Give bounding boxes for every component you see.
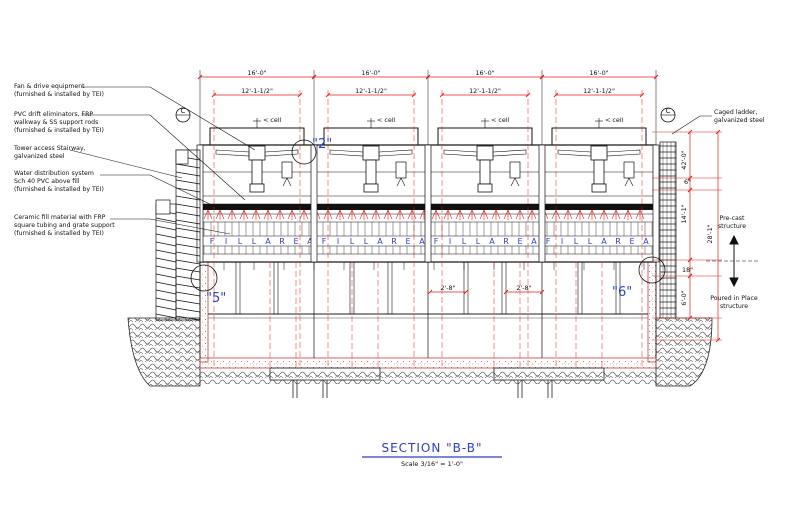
svg-text:I: I [449,237,451,246]
sump-right [493,367,605,381]
svg-text:E: E [517,237,522,246]
svg-text:E: E [629,237,634,246]
svg-text:R: R [615,237,621,246]
sump-left [269,367,381,381]
svg-text:L: L [350,237,355,246]
fan-stacks: < cell < cell < cell < cell [209,116,647,193]
svg-text:< cell: < cell [605,116,624,124]
basin-floor [199,357,657,369]
ground-bottom [200,370,656,384]
svg-text:12'-1-1/2": 12'-1-1/2" [241,87,273,95]
svg-text:R: R [279,237,285,246]
caged-ladder [659,141,677,319]
svg-text:< cell: < cell [377,116,396,124]
dim-v3: 14'-1" [680,204,688,223]
svg-text:12'-1-1/2": 12'-1-1/2" [469,87,501,95]
svg-text:A: A [265,237,271,246]
svg-text:E: E [405,237,410,246]
sump-pipes [292,380,553,398]
section-marker-left: C [175,107,191,123]
svg-text:< cell: < cell [263,116,282,124]
svg-text:F: F [546,237,551,246]
svg-text:16'-0": 16'-0" [589,69,608,77]
svg-text:L: L [364,237,369,246]
svg-text:C: C [181,107,186,115]
svg-text:C: C [666,107,671,115]
svg-text:L: L [574,237,579,246]
dim-v2: 6" [684,178,691,186]
stairway [155,149,201,321]
svg-text:A: A [489,237,495,246]
label-stair: Tower access Stairway,galvanized steel [13,145,86,160]
svg-text:A: A [377,237,383,246]
svg-text:E: E [293,237,298,246]
svg-text:L: L [252,237,257,246]
svg-text:16'-0": 16'-0" [247,69,266,77]
svg-text:R: R [503,237,509,246]
leader-lines [69,86,712,235]
svg-text:R: R [391,237,397,246]
scale-note: Scale 3/16" = 1'-0" [401,460,463,468]
svg-text:A: A [307,237,313,246]
dim-v1: 42'-0" [680,150,688,169]
detail-2: "2" [312,137,332,152]
svg-text:< cell: < cell [491,116,510,124]
label-ladder: Caged ladder,galvanized steel [714,109,765,124]
svg-text:I: I [561,237,563,246]
basin-wall-right [647,261,657,363]
svg-text:L: L [462,237,467,246]
svg-text:I: I [225,237,227,246]
section-title: SECTION "B-B" [381,441,482,455]
dim-h2: 2'-8" [516,284,531,292]
svg-text:A: A [419,237,425,246]
svg-text:16'-0": 16'-0" [361,69,380,77]
dim-v4: 18" [682,266,693,274]
ground-left [127,317,201,387]
dim-h1: 2'-8" [440,284,455,292]
svg-text:F: F [210,237,215,246]
svg-text:12'-1-1/2": 12'-1-1/2" [583,87,615,95]
svg-text:12'-1-1/2": 12'-1-1/2" [355,87,387,95]
svg-text:16'-0": 16'-0" [475,69,494,77]
callouts-left: Fan & drive equipment(furnished & instal… [13,83,115,237]
svg-text:A: A [531,237,537,246]
svg-text:A: A [601,237,607,246]
detail-6: "6" [612,285,632,300]
label-fan: Fan & drive equipment(furnished & instal… [14,83,104,98]
svg-text:L: L [476,237,481,246]
svg-text:A: A [643,237,649,246]
svg-text:L: L [588,237,593,246]
svg-text:F: F [434,237,439,246]
svg-text:F: F [322,237,327,246]
dim-v5: 6'-0" [680,290,688,305]
section-marker-right: C [660,107,676,123]
detail-circle-5 [190,264,218,292]
basin-wall-left [199,261,209,363]
svg-text:L: L [238,237,243,246]
detail-5: "5" [206,291,226,306]
detail-circle-2 [291,139,317,165]
svg-text:I: I [337,237,339,246]
ground-right [655,317,713,387]
detail-circle-6 [638,256,666,284]
dim-v-total: 28'-1" [706,224,714,243]
split-arrow [706,234,760,288]
dimensions: 16'-0" 12'-1-1/2" 16'-0" 12'-1-1/2" 16'-0" 12… [197,69,722,368]
